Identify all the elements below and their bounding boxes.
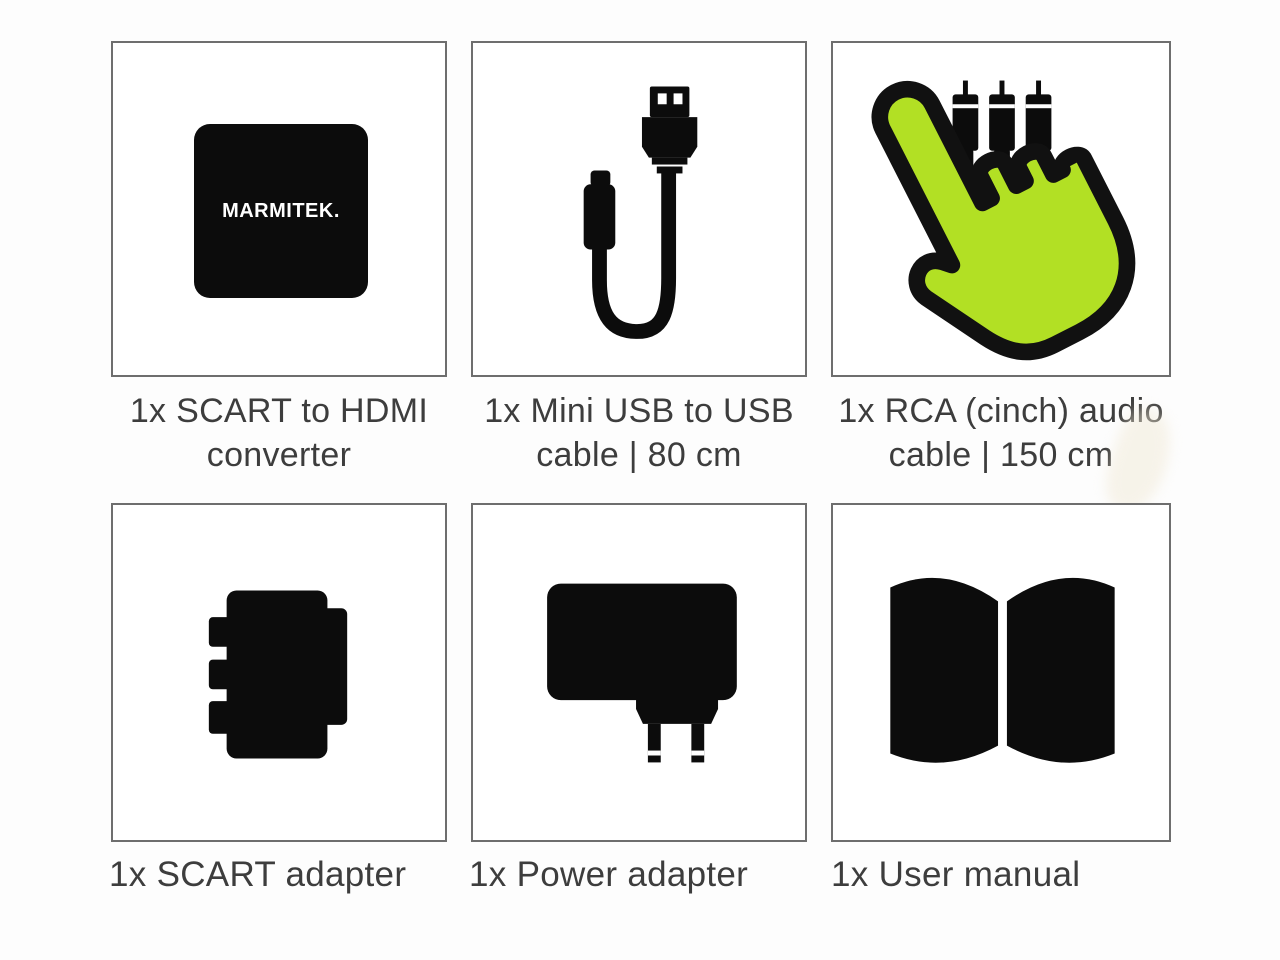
power-adapter-tile[interactable] bbox=[471, 503, 807, 842]
scart-adapter-tile[interactable] bbox=[111, 503, 447, 842]
rca-audio-cable-tile[interactable] bbox=[831, 41, 1171, 377]
caption-line: cable | 150 cm bbox=[888, 436, 1114, 474]
caption-rca-audio-cable: 1x RCA (cinch) audio cable | 150 cm bbox=[831, 389, 1171, 477]
marmitek-converter-icon: MARMITEK. bbox=[194, 124, 368, 298]
rca-cable-icon bbox=[952, 80, 1052, 338]
caption-line: 1x RCA (cinch) audio bbox=[838, 392, 1164, 430]
caption-line: 1x SCART to HDMI bbox=[129, 392, 429, 430]
caption-scart-hdmi-converter: 1x SCART to HDMI converter bbox=[109, 389, 449, 477]
caption-power-adapter: 1x Power adapter bbox=[469, 855, 749, 894]
caption-line: 1x Mini USB to USB bbox=[484, 392, 794, 430]
scart-to-hdmi-converter-tile[interactable]: MARMITEK. bbox=[111, 41, 447, 377]
caption-line: cable | 80 cm bbox=[536, 436, 742, 474]
caption-mini-usb-cable: 1x Mini USB to USB cable | 80 cm bbox=[469, 389, 809, 477]
mini-usb-cable-tile[interactable] bbox=[471, 41, 807, 377]
usb-cable-icon bbox=[583, 86, 698, 339]
open-book-icon bbox=[890, 577, 1115, 763]
user-manual-tile[interactable] bbox=[831, 503, 1171, 842]
brand-label: MARMITEK. bbox=[222, 199, 340, 222]
caption-scart-adapter: 1x SCART adapter bbox=[109, 855, 407, 894]
power-adapter-icon bbox=[547, 583, 737, 763]
caption-user-manual: 1x User manual bbox=[831, 855, 1081, 894]
scart-adapter-icon bbox=[208, 590, 348, 759]
caption-line: converter bbox=[206, 436, 352, 474]
